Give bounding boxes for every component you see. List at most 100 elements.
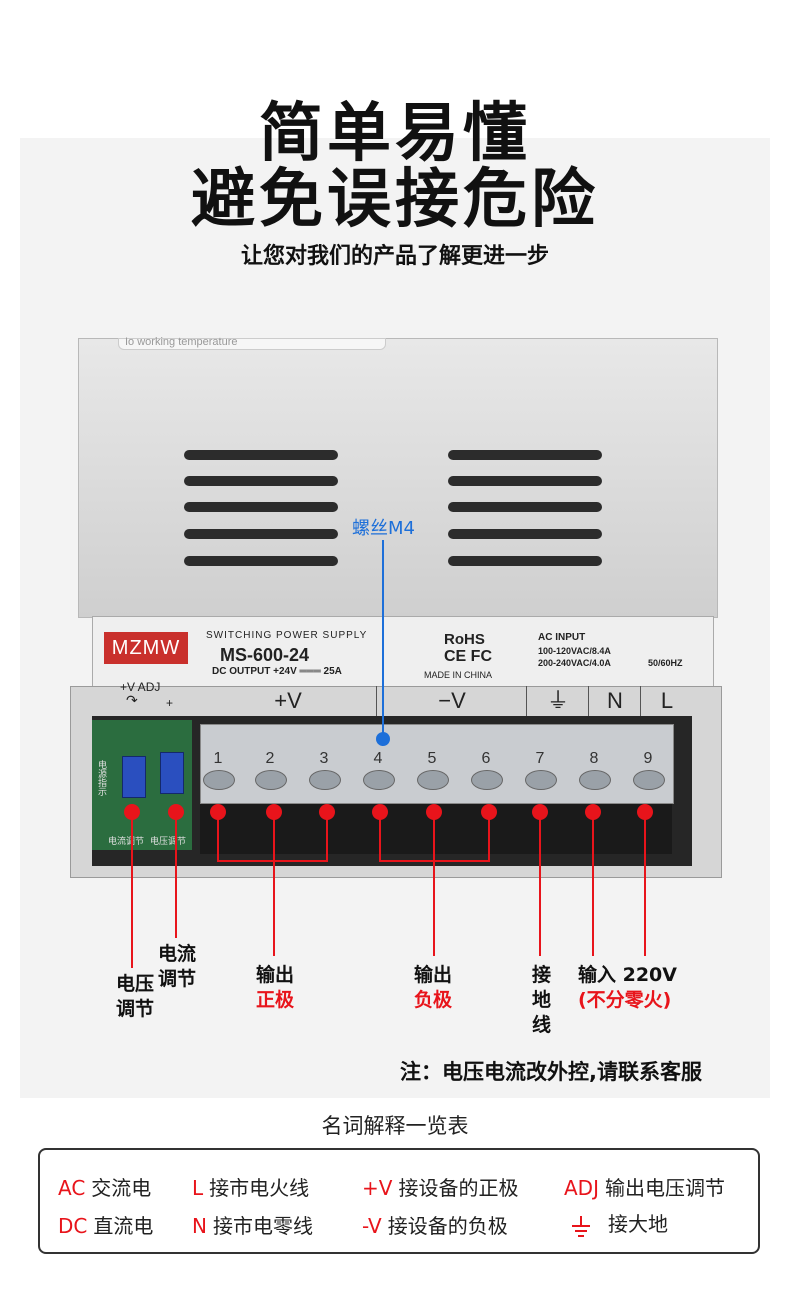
top-sticker: Io working temperature [118, 336, 386, 350]
vent-slot [448, 476, 602, 486]
terminal-screw-3 [309, 770, 341, 790]
ac-spec-1: 100-120VAC/8.4A [538, 646, 611, 656]
positive-leader-line [273, 860, 275, 956]
terminal-screw-7 [525, 770, 557, 790]
terminal-screw-5 [417, 770, 449, 790]
brand-logo: MZMW [104, 632, 188, 664]
positive-bracket-right [326, 818, 328, 861]
vent-slot [448, 450, 602, 460]
terminal-number: 7 [535, 750, 545, 767]
ground-leader-line [539, 818, 541, 956]
glossary-item: 接大地 [570, 1208, 668, 1238]
terminal-7-marker [532, 804, 548, 820]
input-leader-line-n [592, 818, 594, 956]
voltage-potentiometer[interactable] [122, 756, 146, 798]
ac-frequency: 50/60HZ [648, 658, 683, 668]
current-adj-callout: 电流 调节 [158, 943, 197, 990]
subtitle: 让您对我们的产品了解更进一步 [240, 244, 549, 269]
negative-terminal-label: −V [378, 686, 527, 716]
model-number: MS-600-24 [220, 645, 310, 665]
rating-label [92, 616, 714, 688]
terminal-number: 6 [481, 750, 491, 767]
vent-slot [184, 556, 338, 566]
adj-plus: + [166, 696, 174, 710]
terminal-number: 3 [319, 750, 329, 767]
plate-title: SWITCHING POWER SUPPLY [206, 630, 368, 641]
current-adj-line [175, 818, 177, 938]
adj-label: +V ADJ [120, 680, 161, 694]
vent-slot [448, 529, 602, 539]
positive-bracket-mid [273, 818, 275, 861]
negative-bracket-right [488, 818, 490, 861]
ground-icon [572, 1215, 590, 1237]
neutral-terminal-label: N [590, 686, 641, 716]
terminal-screw-4 [363, 770, 395, 790]
terminal-screw-9 [633, 770, 665, 790]
ce-fc-mark: CE FC [444, 648, 492, 665]
positive-bracket-bottom [217, 860, 328, 862]
terminal-screw-6 [471, 770, 503, 790]
terminal-2-marker [266, 804, 282, 820]
live-terminal-label: L [660, 688, 674, 713]
ground-terminal-label: ⏚ [528, 686, 589, 716]
made-in: MADE IN CHINA [424, 670, 493, 680]
ac-spec-2: 200-240VAC/4.0A [538, 658, 611, 668]
ac-input-title: AC INPUT [538, 632, 586, 643]
terminal-number: 9 [643, 750, 653, 767]
terminal-number: 4 [373, 750, 383, 767]
vent-slot [448, 556, 602, 566]
terminal-number: 1 [213, 750, 223, 767]
current-adj-marker [168, 804, 184, 820]
rohs-mark: RoHS [444, 631, 485, 648]
screw-callout: 螺丝M4 [352, 518, 415, 539]
voltage-adj-callout: 电压 调节 [116, 973, 155, 1020]
ground-callout: 接 地 线 [532, 964, 552, 1036]
glossary-title: 名词解释一览表 [321, 1114, 469, 1138]
negative-bracket-left [379, 818, 381, 861]
case-top [78, 338, 718, 618]
external-control-note: 注：电压电流改外控,请联系客服 [400, 1060, 702, 1084]
terminal-8-marker [585, 804, 601, 820]
negative-leader-line [433, 860, 435, 956]
terminal-3-marker [319, 804, 335, 820]
positive-output-callout: 输出 正极 [256, 964, 295, 1011]
terminal-screw-1 [203, 770, 235, 790]
voltage-adj-line [131, 818, 133, 968]
terminal-cover [200, 724, 674, 804]
negative-output-callout: 输出 负极 [414, 964, 453, 1011]
ac-input-callout: 输入 220V (不分零火) [578, 964, 677, 1011]
adj-arrow-icon: ↷ [126, 692, 138, 708]
screw-leader-line [382, 540, 384, 738]
headline-line-1: 简单易懂 [259, 97, 531, 171]
current-potentiometer[interactable] [160, 752, 184, 794]
vent-slot [184, 450, 338, 460]
terminal-9-marker [637, 804, 653, 820]
terminal-number: 5 [427, 750, 437, 767]
vent-slot [184, 502, 338, 512]
terminal-number: 8 [589, 750, 599, 767]
negative-bracket-mid [433, 818, 435, 861]
headline-line-2: 避免误接危险 [191, 163, 599, 237]
vent-slot [184, 476, 338, 486]
positive-terminal-label: +V [200, 686, 377, 716]
terminal-4-marker [372, 804, 388, 820]
positive-bracket-left [217, 818, 219, 861]
input-leader-line-l [644, 818, 646, 956]
vent-slot [448, 502, 602, 512]
vent-slot [184, 529, 338, 539]
terminal-screw-8 [579, 770, 611, 790]
voltage-adj-marker [124, 804, 140, 820]
terminal-5-marker [426, 804, 442, 820]
terminal-6-marker [481, 804, 497, 820]
terminal-number: 2 [265, 750, 275, 767]
terminal-1-marker [210, 804, 226, 820]
dc-output-spec: DC OUTPUT +24V ═══ 25A [212, 666, 342, 677]
